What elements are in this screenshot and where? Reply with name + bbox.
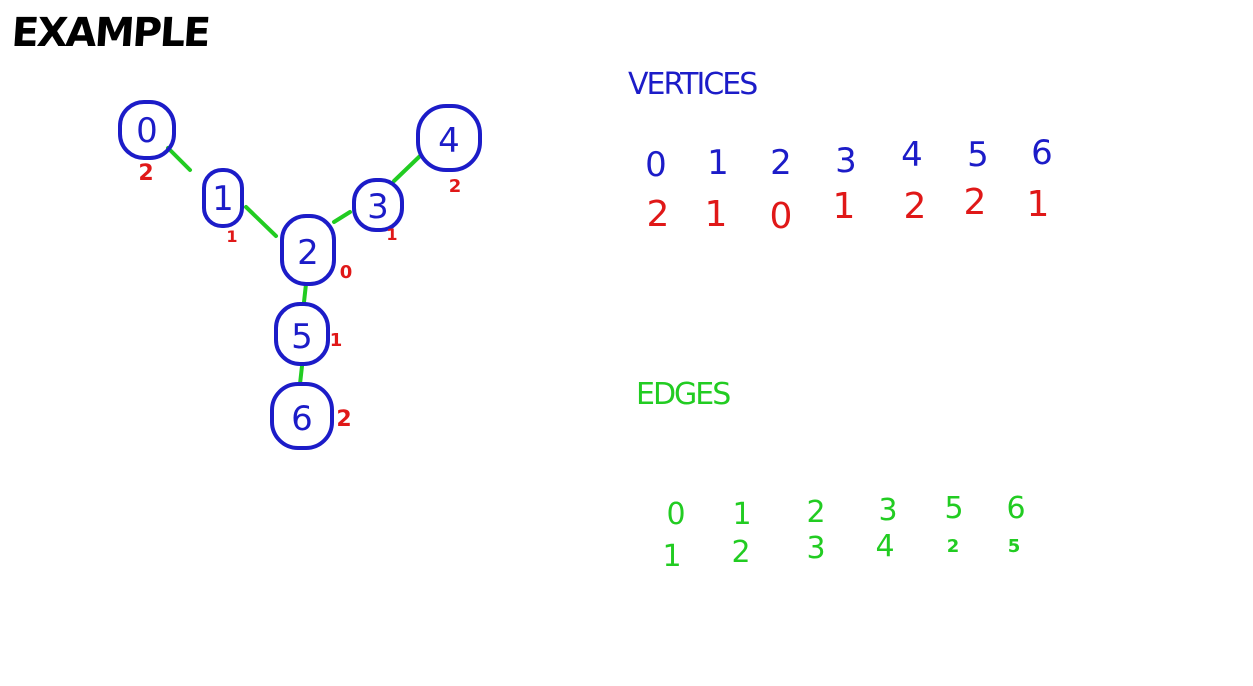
edge-from: 5 xyxy=(944,491,963,526)
graph-edges xyxy=(166,146,422,386)
graph-node-label: 5 xyxy=(291,317,313,357)
graph-node-distance: 0 xyxy=(340,262,353,283)
graph-edge-2-5 xyxy=(302,282,308,304)
edge-to: 4 xyxy=(875,529,894,564)
edge-from: 1 xyxy=(732,497,751,532)
graph-node-3 xyxy=(352,178,404,232)
edge-to: 1 xyxy=(662,539,681,574)
vertex-distance: 2 xyxy=(964,182,987,223)
vertex-distance: 1 xyxy=(705,194,728,235)
graph-node-distance: 1 xyxy=(386,225,397,244)
edge-from: 3 xyxy=(878,493,897,528)
vertex-id: 0 xyxy=(645,145,667,185)
vertex-distance: 1 xyxy=(1027,184,1050,225)
edge-to: 2 xyxy=(731,535,750,570)
graph-node-0 xyxy=(118,100,176,160)
edge-to: 2 xyxy=(947,536,960,557)
graph-node-label: 6 xyxy=(291,399,313,439)
graph-edge-2-3 xyxy=(332,210,352,224)
edge-from: 2 xyxy=(806,495,825,530)
graph-node-distance: 1 xyxy=(330,330,343,351)
graph-node-distance: 2 xyxy=(336,407,351,432)
graph-edge-3-4 xyxy=(392,154,422,183)
edge-to: 5 xyxy=(1008,536,1021,557)
graph-node-distance: 2 xyxy=(138,161,153,186)
page-title: EXAMPLE xyxy=(10,10,210,56)
edges-heading: EDGES xyxy=(636,377,730,412)
graph-node-6 xyxy=(270,382,334,450)
edge-to: 3 xyxy=(806,531,825,566)
graph-node-5 xyxy=(274,302,330,366)
vertex-id: 3 xyxy=(835,141,857,181)
graph-node-2 xyxy=(280,214,336,286)
graph-node-label: 0 xyxy=(136,111,158,151)
graph-node-4 xyxy=(416,104,482,172)
graph-edge-1-2 xyxy=(244,205,278,238)
graph-node-label: 3 xyxy=(367,187,389,227)
vertex-id: 6 xyxy=(1031,133,1053,173)
vertex-distance: 1 xyxy=(833,186,856,227)
vertex-id: 2 xyxy=(770,143,792,183)
vertex-distance: 2 xyxy=(647,194,670,235)
vertex-distance: 2 xyxy=(904,186,927,227)
vertex-id: 1 xyxy=(707,143,729,183)
vertices-heading: VERTICES xyxy=(628,67,757,102)
vertex-distance: 0 xyxy=(770,196,793,237)
vertex-id: 4 xyxy=(901,135,923,175)
graph-edge-0-1 xyxy=(166,146,192,172)
graph-node-distance: 1 xyxy=(226,227,237,246)
graph-node-label: 1 xyxy=(212,179,234,219)
graph-node-label: 4 xyxy=(438,121,460,161)
vertex-id: 5 xyxy=(967,135,989,175)
graph-node-label: 2 xyxy=(297,233,319,273)
edge-from: 6 xyxy=(1006,491,1025,526)
graph-node-distance: 2 xyxy=(449,176,462,197)
graph-edge-5-6 xyxy=(298,364,304,386)
graph-nodes xyxy=(118,100,482,450)
edge-from: 0 xyxy=(666,497,685,532)
graph-node-1 xyxy=(202,168,244,228)
